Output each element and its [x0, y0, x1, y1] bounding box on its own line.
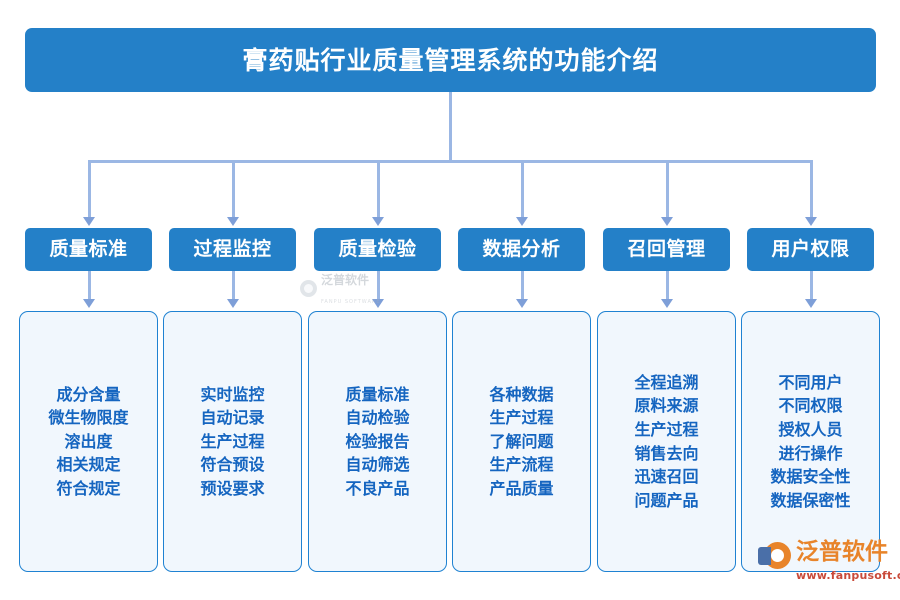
- category-item: 不良产品: [345, 478, 410, 498]
- category-item-list: 质量标准自动检验检验报告自动筛选不良产品: [345, 383, 409, 501]
- category-item: 问题产品: [634, 490, 699, 510]
- connector-drop-6: [810, 160, 813, 218]
- arrow-head-5: [661, 217, 673, 226]
- arrow-head-body-5: [661, 299, 673, 308]
- category-item: 不同权限: [778, 396, 843, 416]
- category-item: 各种数据: [489, 384, 554, 404]
- connector-drop-3: [377, 160, 380, 218]
- category-item: 数据保密性: [770, 490, 851, 510]
- category-item: 自动筛选: [345, 455, 410, 475]
- arrow-head-2: [227, 217, 239, 226]
- category-item: 成分含量: [56, 384, 121, 404]
- category-body-quality-standard: 成分含量微生物限度溶出度相关规定符合规定: [19, 311, 158, 572]
- category-item: 自动记录: [200, 408, 265, 428]
- category-item-list: 成分含量微生物限度溶出度相关规定符合规定: [48, 383, 128, 501]
- category-header-quality-inspection[interactable]: 质量检验: [314, 228, 441, 271]
- connector-head-to-body-5: [666, 271, 669, 300]
- category-header-label: 数据分析: [482, 238, 561, 260]
- arrow-head-6: [805, 217, 817, 226]
- category-item: 自动检验: [345, 408, 410, 428]
- watermark-center-brand: 泛普软件: [321, 273, 370, 287]
- connector-drop-4: [521, 160, 524, 218]
- category-item: 符合预设: [200, 455, 265, 475]
- category-item: 微生物限度: [48, 408, 129, 428]
- category-item: 符合规定: [56, 478, 121, 498]
- category-header-user-permission[interactable]: 用户权限: [747, 228, 874, 271]
- diagram-title-banner: 膏药贴行业质量管理系统的功能介绍: [25, 28, 876, 92]
- category-header-process-monitoring[interactable]: 过程监控: [169, 228, 296, 271]
- watermark-center: 泛普软件 FANPU SOFTWARE: [300, 269, 381, 307]
- arrow-head-1: [83, 217, 95, 226]
- connector-head-to-body-6: [810, 271, 813, 300]
- connector-drop-1: [88, 160, 91, 218]
- arrow-head-body-4: [516, 299, 528, 308]
- category-header-data-analysis[interactable]: 数据分析: [458, 228, 585, 271]
- category-item: 生产过程: [634, 419, 699, 439]
- category-item: 预设要求: [200, 478, 265, 498]
- category-item: 生产过程: [489, 408, 554, 428]
- connector-head-to-body-2: [232, 271, 235, 300]
- connector-trunk-vertical: [449, 92, 452, 162]
- category-item: 数据安全性: [770, 467, 851, 487]
- category-body-data-analysis: 各种数据生产过程了解问题生产流程产品质量: [452, 311, 591, 572]
- connector-drop-2: [232, 160, 235, 218]
- connector-head-to-body-1: [88, 271, 91, 300]
- category-body-quality-inspection: 质量标准自动检验检验报告自动筛选不良产品: [308, 311, 447, 572]
- category-item: 检验报告: [345, 431, 410, 451]
- category-item: 相关规定: [56, 455, 121, 475]
- connector-drop-5: [666, 160, 669, 218]
- connector-head-to-body-4: [521, 271, 524, 300]
- arrow-head-body-2: [227, 299, 239, 308]
- category-item: 迅速召回: [634, 467, 699, 487]
- category-body-user-permission: 不同用户不同权限授权人员进行操作数据安全性数据保密性: [741, 311, 880, 572]
- arrow-head-body-3: [372, 299, 384, 308]
- category-header-label: 召回管理: [627, 238, 706, 260]
- fanpu-logo-icon: [300, 279, 317, 297]
- category-header-quality-standard[interactable]: 质量标准: [25, 228, 152, 271]
- category-item: 质量标准: [345, 384, 410, 404]
- category-header-label: 过程监控: [193, 238, 272, 260]
- category-item: 了解问题: [489, 431, 554, 451]
- arrow-head-3: [372, 217, 384, 226]
- category-header-label: 用户权限: [771, 238, 850, 260]
- category-item: 溶出度: [64, 431, 113, 451]
- category-item: 销售去向: [634, 443, 699, 463]
- category-header-label: 质量标准: [49, 238, 128, 260]
- category-body-process-monitoring: 实时监控自动记录生产过程符合预设预设要求: [163, 311, 302, 572]
- page-title: 膏药贴行业质量管理系统的功能介绍: [242, 45, 659, 75]
- arrow-head-body-6: [805, 299, 817, 308]
- category-item: 进行操作: [778, 443, 843, 463]
- connector-bus-horizontal: [88, 160, 812, 163]
- connector-head-to-body-3: [377, 271, 380, 300]
- category-item: 生产过程: [200, 431, 265, 451]
- category-body-recall-management: 全程追溯原料来源生产过程销售去向迅速召回问题产品: [597, 311, 736, 572]
- category-item: 实时监控: [200, 384, 265, 404]
- category-header-recall-management[interactable]: 召回管理: [603, 228, 730, 271]
- category-item-list: 各种数据生产过程了解问题生产流程产品质量: [489, 383, 553, 501]
- category-item: 不同用户: [778, 372, 843, 392]
- category-item: 原料来源: [634, 396, 699, 416]
- category-item: 授权人员: [778, 419, 843, 439]
- arrow-head-body-1: [83, 299, 95, 308]
- category-item-list: 实时监控自动记录生产过程符合预设预设要求: [200, 383, 264, 501]
- category-item: 全程追溯: [634, 372, 699, 392]
- arrow-head-4: [516, 217, 528, 226]
- category-item-list: 不同用户不同权限授权人员进行操作数据安全性数据保密性: [770, 371, 850, 512]
- category-item: 产品质量: [489, 478, 554, 498]
- category-item-list: 全程追溯原料来源生产过程销售去向迅速召回问题产品: [634, 371, 698, 512]
- category-header-label: 质量检验: [338, 238, 417, 260]
- category-item: 生产流程: [489, 455, 554, 475]
